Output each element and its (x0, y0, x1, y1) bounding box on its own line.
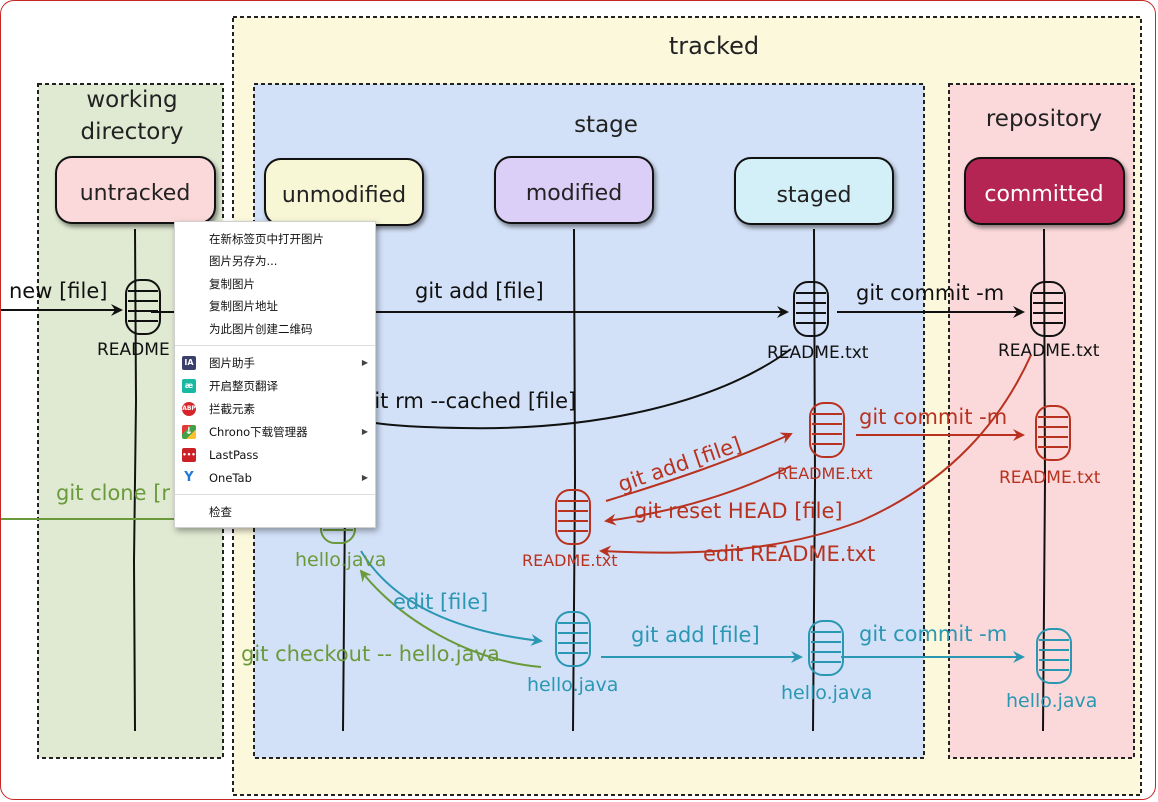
unmodified-state-label: unmodified (282, 183, 406, 208)
menu-item-inspect[interactable]: 检查 (175, 501, 375, 523)
menu-item-label: 复制图片地址 (209, 299, 278, 313)
menu-item-label: OneTab (209, 471, 252, 485)
menu-item-label: 检查 (209, 505, 232, 519)
edit-readme-arrow (599, 354, 1032, 558)
git-reset-head-label: git reset HEAD [file] (634, 499, 843, 523)
image-context-menu: 在新标签页中打开图片 图片另存为... 复制图片 复制图片地址 为此图片创建二维… (174, 221, 376, 528)
modified-state-box (494, 156, 654, 224)
staged-state-label: staged (776, 183, 851, 208)
hello-staged-filename: hello.java (781, 682, 872, 704)
untracked-lifeline (132, 228, 138, 732)
onetab-icon: Y (184, 470, 194, 485)
menu-item-page-translate[interactable]: æ 开启整页翻译 (175, 375, 375, 397)
hello-committed-filename: hello.java (1006, 690, 1097, 712)
git-add-label-3: git add [file] (631, 623, 760, 647)
menu-item-block-element[interactable]: ABP 拦截元素 (175, 398, 375, 420)
working-directory-title-line1: working (86, 87, 177, 113)
submenu-arrow-icon: ▶ (361, 473, 368, 482)
git-commit-label-1: git commit -m (856, 281, 1004, 305)
menu-item-image-assistant[interactable]: IA 图片助手 ▶ (175, 352, 375, 374)
menu-item-label: Chrono下载管理器 (209, 425, 308, 439)
tracked-title: tracked (669, 32, 759, 60)
git-rm-cached-label: git rm --cached [file] (361, 389, 576, 413)
readme-untracked-filename: README (97, 340, 170, 360)
menu-item-copy-image[interactable]: 复制图片 (175, 273, 375, 295)
committed-state-label: committed (984, 182, 1103, 207)
hello-modified-filename: hello.java (527, 674, 618, 696)
working-directory-title-line2: directory (81, 119, 184, 145)
edit-file-arrow (360, 550, 543, 646)
adblock-icon: ABP (182, 402, 196, 416)
menu-separator (175, 494, 375, 495)
readme-committed-filename: README.txt (998, 341, 1100, 361)
readme-modified-red-filename: README.txt (522, 551, 618, 570)
edit-file-label: edit [file] (393, 590, 488, 614)
git-checkout-label: git checkout -- hello.java (241, 642, 500, 666)
repository-title: repository (986, 106, 1102, 132)
staged-state-box (734, 157, 894, 225)
readme-staged-red-filename: README.txt (777, 464, 873, 483)
git-commit-label-3: git commit -m (859, 622, 1007, 646)
menu-item-label: 复制图片 (209, 277, 255, 291)
modified-state-label: modified (526, 181, 622, 206)
git-clone-label: git clone [r (56, 481, 170, 505)
menu-item-label: 拦截元素 (209, 402, 255, 416)
menu-item-create-qr-code[interactable]: 为此图片创建二维码 (175, 318, 375, 340)
submenu-arrow-icon: ▶ (361, 358, 368, 367)
menu-separator (175, 345, 375, 346)
new-file-label: new [file] (9, 279, 107, 303)
readme-committed-red-filename: README.txt (999, 468, 1101, 488)
menu-item-label: 图片助手 (209, 356, 255, 370)
menu-item-label: 开启整页翻译 (209, 379, 278, 393)
git-add-red-arrow (605, 432, 793, 502)
menu-item-label: LastPass (209, 448, 259, 462)
chrono-download-icon: ↓ (182, 425, 196, 439)
submenu-arrow-icon: ▶ (361, 427, 368, 436)
git-commit-label-2: git commit -m (859, 405, 1007, 429)
menu-item-label: 图片另存为... (209, 254, 278, 268)
git-reset-head-arrow (604, 465, 792, 526)
menu-item-open-image-new-tab[interactable]: 在新标签页中打开图片 (175, 228, 375, 250)
readme-staged-filename: README.txt (767, 343, 869, 363)
menu-item-chrono-download[interactable]: ↓ Chrono下载管理器 ▶ (175, 421, 375, 443)
stage-title: stage (574, 112, 638, 138)
git-add-label-1: git add [file] (415, 279, 544, 303)
image-assistant-icon: IA (182, 356, 196, 370)
edit-readme-label: edit README.txt (703, 542, 875, 566)
menu-item-label: 在新标签页中打开图片 (209, 232, 324, 246)
menu-item-save-image-as[interactable]: 图片另存为... (175, 250, 375, 272)
committed-state-box (964, 157, 1125, 225)
menu-item-label: 为此图片创建二维码 (209, 322, 313, 336)
git-checkout-arrow (359, 569, 542, 668)
untracked-state-label: untracked (80, 181, 191, 206)
menu-item-onetab[interactable]: Y OneTab ▶ (175, 467, 375, 489)
translate-icon: æ (182, 379, 196, 393)
untracked-state-box (55, 156, 216, 224)
menu-item-lastpass[interactable]: ••• LastPass (175, 444, 375, 466)
hello-unmodified-filename: hello.java (295, 549, 386, 571)
lastpass-icon: ••• (182, 448, 196, 462)
menu-item-copy-image-address[interactable]: 复制图片地址 (175, 295, 375, 317)
git-rm-cached-arrow (360, 348, 792, 430)
